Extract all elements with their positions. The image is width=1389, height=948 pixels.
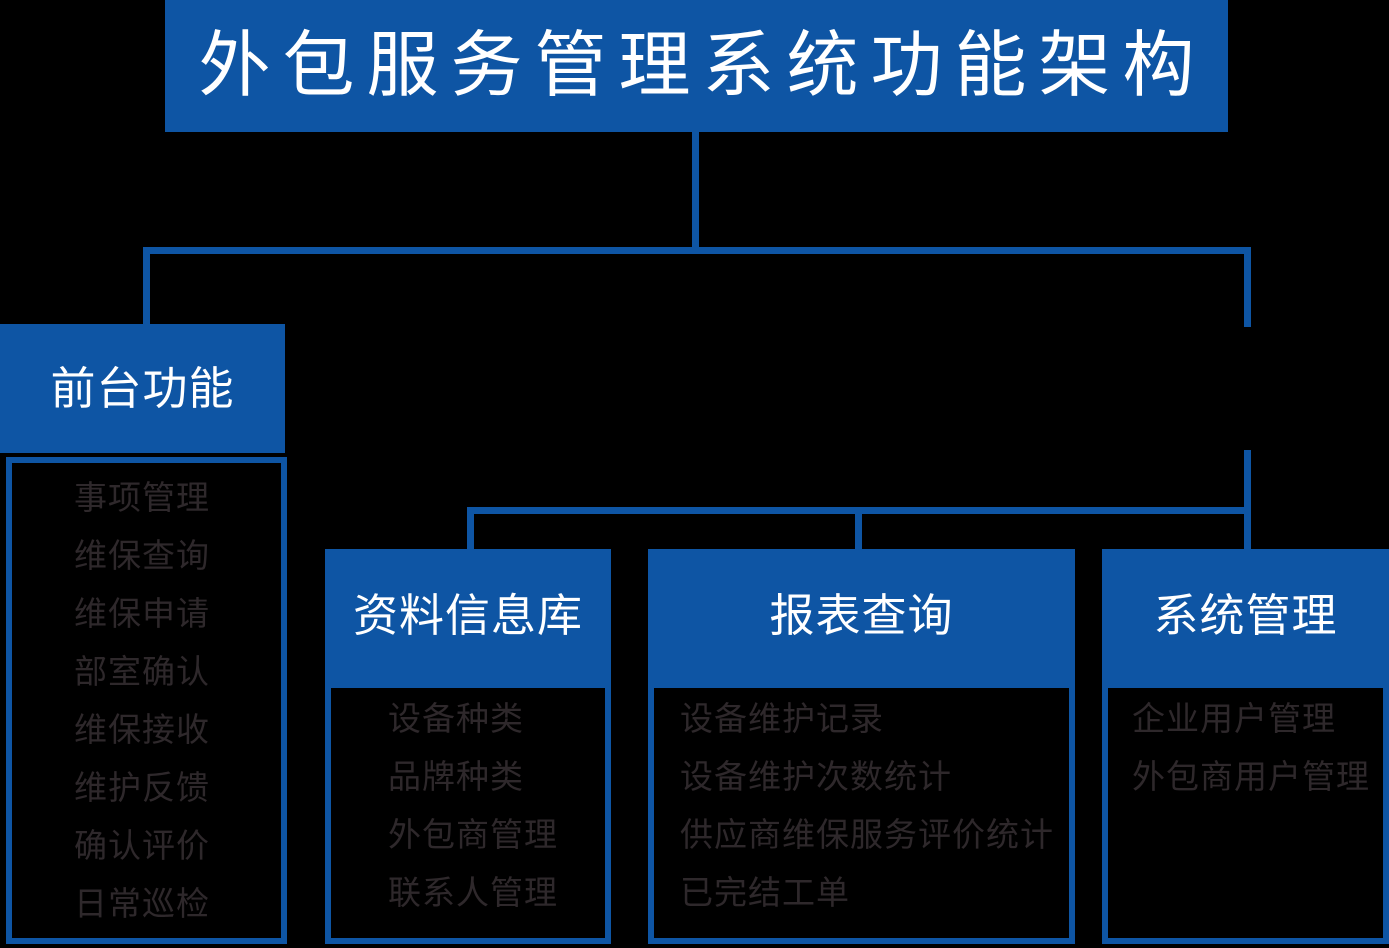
list-item: 日常巡检 — [74, 885, 210, 922]
connector-title-vertical — [692, 132, 699, 248]
list-item: 品牌种类 — [388, 758, 524, 795]
list-item: 事项管理 — [74, 479, 210, 516]
panel-front-desk-list: 事项管理 维保查询 维保申请 部室确认 维保接收 维护反馈 确认评价 日常巡检 — [6, 457, 287, 944]
list-item: 设备维护次数统计 — [680, 758, 952, 795]
panel-front-desk-title: 前台功能 — [50, 363, 235, 414]
list-item: 维保查询 — [74, 537, 210, 574]
panel-info-library-list: 设备种类 品牌种类 外包商管理 联系人管理 — [325, 682, 611, 944]
list-item: 外包商管理 — [388, 816, 558, 853]
list-item: 确认评价 — [74, 827, 210, 864]
panel-info-library-header: 资料信息库 — [325, 549, 611, 682]
diagram-title-box: 外包服务管理系统功能架构 — [165, 0, 1228, 132]
list-item: 联系人管理 — [388, 874, 558, 911]
connector-report-query-vertical — [855, 512, 862, 550]
list-item: 维保接收 — [74, 711, 210, 748]
panel-report-query-list: 设备维护记录 设备维护次数统计 供应商维保服务评价统计 已完结工单 — [648, 682, 1075, 944]
list-item: 企业用户管理 — [1132, 700, 1336, 737]
diagram-title: 外包服务管理系统功能架构 — [198, 26, 1207, 106]
connector-right-vertical-lower — [1244, 450, 1251, 550]
panel-report-query-title: 报表查询 — [769, 590, 954, 641]
list-item: 维护反馈 — [74, 769, 210, 806]
list-item: 部室确认 — [74, 653, 210, 690]
panel-system-management-title: 系统管理 — [1153, 590, 1338, 641]
list-item: 供应商维保服务评价统计 — [680, 816, 1054, 853]
connector-level1-horizontal — [143, 247, 1251, 254]
list-item: 外包商用户管理 — [1132, 758, 1370, 795]
panel-system-management-list: 企业用户管理 外包商用户管理 — [1102, 682, 1389, 944]
list-item: 设备维护记录 — [680, 700, 884, 737]
connector-info-library-vertical — [467, 512, 474, 550]
connector-level2-horizontal — [467, 507, 1251, 514]
list-item: 设备种类 — [388, 700, 524, 737]
list-item: 已完结工单 — [680, 874, 850, 911]
panel-info-library-title: 资料信息库 — [352, 590, 583, 641]
connector-right-vertical-upper — [1244, 252, 1251, 327]
panel-report-query-header: 报表查询 — [648, 549, 1075, 682]
list-item: 维保申请 — [74, 595, 210, 632]
connector-front-desk-vertical — [143, 252, 150, 326]
panel-system-management-header: 系统管理 — [1102, 549, 1389, 682]
panel-front-desk-header: 前台功能 — [0, 324, 285, 453]
